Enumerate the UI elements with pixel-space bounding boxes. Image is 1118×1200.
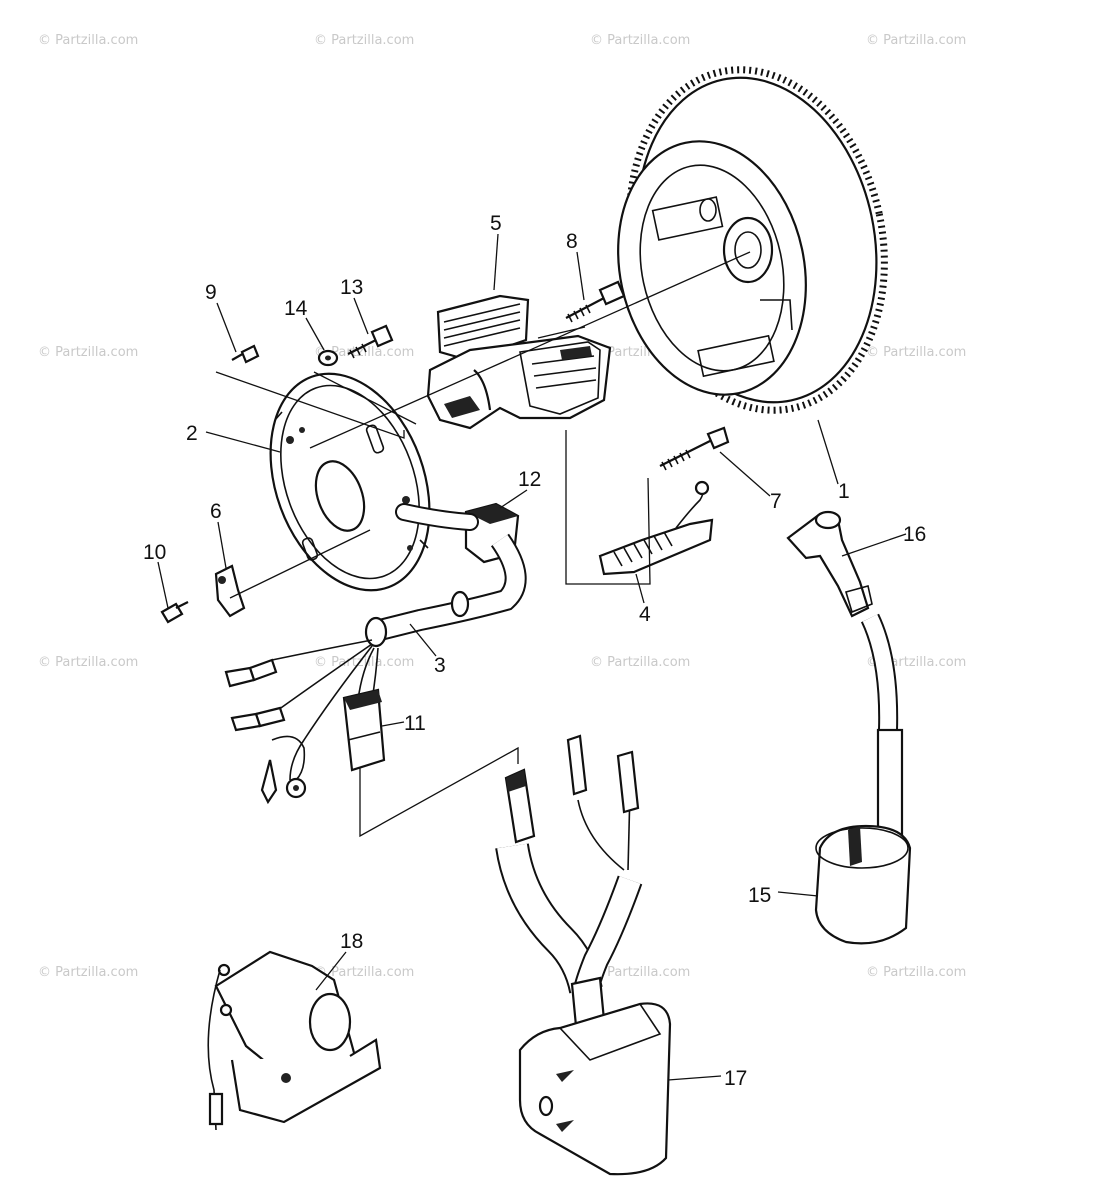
flywheel-part	[617, 66, 888, 414]
clamp-part	[214, 564, 246, 618]
stator-part	[426, 294, 612, 430]
callout-9: 9	[205, 281, 217, 304]
watermark: © Partzilla.com	[590, 965, 690, 980]
watermark: © Partzilla.com	[314, 965, 414, 980]
screw-7-part	[659, 426, 730, 471]
stator-bolt-part	[565, 280, 626, 323]
connector-11-part	[342, 688, 386, 772]
exciter-coil-part	[598, 480, 714, 576]
callout-6: 6	[210, 500, 222, 523]
watermark: © Partzilla.com	[590, 655, 690, 670]
watermark: © Partzilla.com	[314, 345, 414, 360]
ignition-coil-part	[814, 728, 912, 945]
callout-7: 7	[770, 490, 782, 513]
watermark: © Partzilla.com	[866, 965, 966, 980]
callout-11: 11	[404, 712, 426, 735]
callout-1: 1	[838, 480, 850, 503]
callout-14: 14	[284, 297, 308, 320]
callout-8: 8	[566, 230, 578, 253]
callout-5: 5	[490, 212, 502, 235]
callout-leaders	[157, 233, 907, 1081]
watermark: © Partzilla.com	[866, 33, 966, 48]
cdi-box-part	[495, 734, 672, 1176]
wire-harness-part	[224, 503, 527, 805]
callout-12: 12	[518, 468, 541, 491]
callout-13: 13	[340, 276, 363, 299]
watermark-layer: © Partzilla.com © Partzilla.com © Partzi…	[38, 33, 966, 980]
assembly-lines	[215, 251, 751, 838]
watermark: © Partzilla.com	[866, 345, 966, 360]
watermark: © Partzilla.com	[314, 33, 414, 48]
callout-labels: 1 2 3 4 5 6 7 8 9 10 11 12 13 14 15 16 1…	[143, 212, 926, 1090]
callout-18: 18	[340, 930, 363, 953]
screw-10-part	[160, 601, 189, 624]
callout-17: 17	[724, 1067, 747, 1090]
watermark: © Partzilla.com	[38, 33, 138, 48]
watermark: © Partzilla.com	[38, 655, 138, 670]
screw-13-part	[347, 324, 394, 359]
watermark: © Partzilla.com	[38, 965, 138, 980]
callout-4: 4	[639, 603, 651, 626]
callout-3: 3	[434, 654, 446, 677]
callout-10: 10	[143, 541, 166, 564]
watermark: © Partzilla.com	[590, 33, 690, 48]
washer-14-part	[317, 349, 339, 367]
screw-9-part	[231, 344, 260, 364]
spark-plug-cap-part	[786, 510, 899, 731]
callout-16: 16	[903, 523, 926, 546]
callout-15: 15	[748, 884, 771, 907]
callout-2: 2	[186, 422, 198, 445]
watermark: © Partzilla.com	[38, 345, 138, 360]
